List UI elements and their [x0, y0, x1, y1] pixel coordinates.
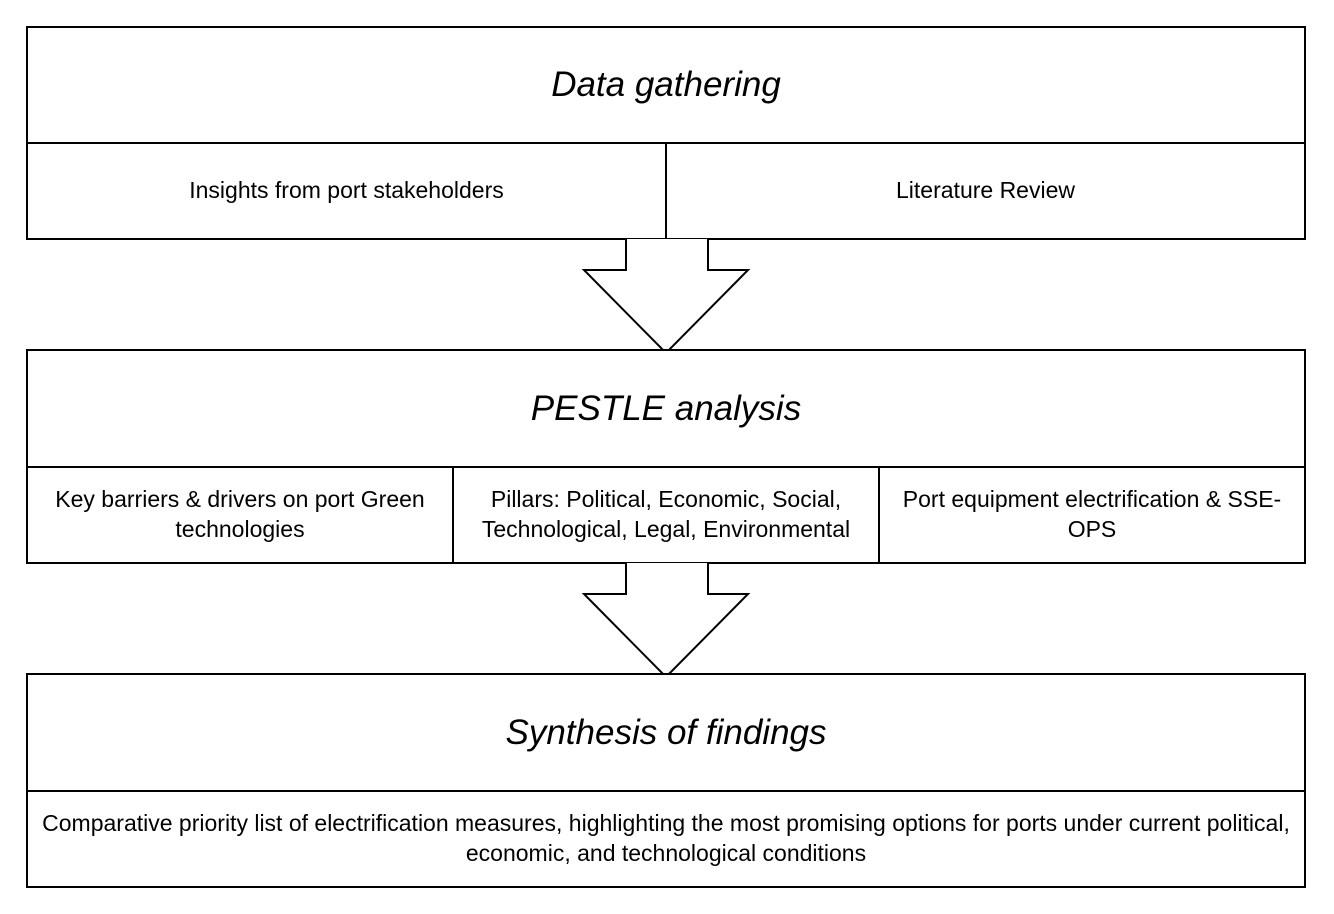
down-arrow-1 — [581, 238, 751, 355]
down-arrow-2 — [581, 562, 751, 679]
pestle-pillars-box: Pillars: Political, Economic, Social, Te… — [452, 466, 878, 562]
pestle-analysis-title: PESTLE analysis — [28, 351, 1304, 468]
pestle-analysis-stage: PESTLE analysis Key barriers & drivers o… — [26, 349, 1306, 564]
synthesis-title: Synthesis of findings — [28, 675, 1304, 792]
data-gathering-sources: Insights from port stakeholders Literatu… — [28, 142, 1304, 238]
data-gathering-title: Data gathering — [28, 28, 1304, 144]
synthesis-outputs: Comparative priority list of electrifica… — [28, 790, 1304, 886]
pestle-analysis-components: Key barriers & drivers on port Green tec… — [28, 466, 1304, 562]
stakeholder-insights-box: Insights from port stakeholders — [189, 177, 504, 203]
data-gathering-stage: Data gathering Insights from port stakeh… — [26, 26, 1306, 240]
literature-review-box: Literature Review — [665, 142, 1304, 238]
synthesis-stage: Synthesis of findings Comparative priori… — [26, 673, 1306, 888]
electrification-focus-box: Port equipment electrification & SSE-OPS — [878, 466, 1304, 562]
priority-list-box: Comparative priority list of electrifica… — [42, 810, 1290, 866]
barriers-drivers-box: Key barriers & drivers on port Green tec… — [55, 486, 425, 542]
